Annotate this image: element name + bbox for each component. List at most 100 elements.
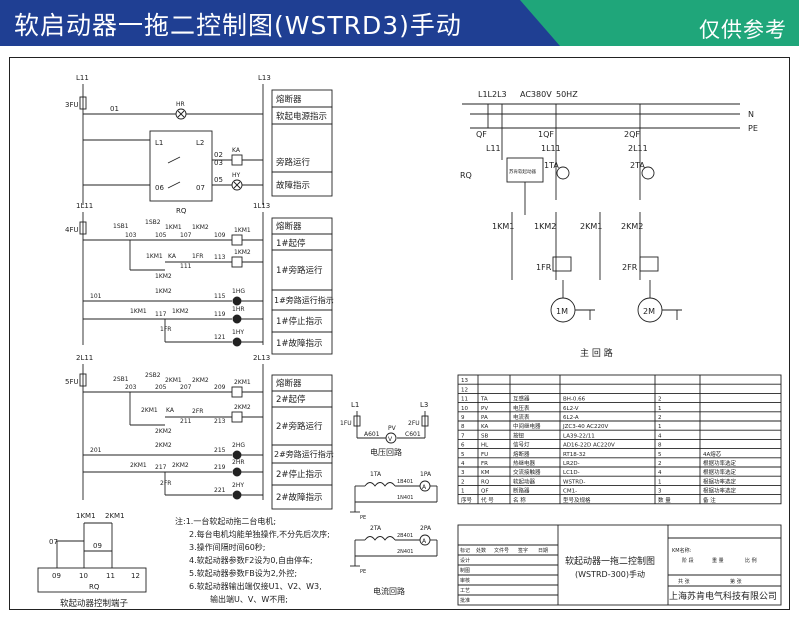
svg-text:2KM1: 2KM1 (165, 377, 182, 384)
svg-text:1B401: 1B401 (397, 479, 413, 485)
svg-text:输出端U、V、W不用;: 输出端U、V、W不用; (210, 594, 288, 604)
parts-table-cell: 6 (461, 443, 465, 449)
svg-text:PE: PE (360, 569, 366, 575)
parts-table-cell: 按钮 (513, 431, 525, 439)
svg-text:日期: 日期 (538, 548, 548, 554)
svg-text:209: 209 (214, 384, 226, 391)
parts-table-cell: 互感器 (513, 395, 530, 403)
svg-text:熔断器: 熔断器 (276, 378, 302, 389)
svg-text:1KM1: 1KM1 (146, 253, 163, 260)
svg-text:11: 11 (106, 572, 115, 580)
voltage-circuit: L1 L3 1FU 2FU V PV A601 C601 电压回路 (340, 401, 429, 457)
svg-text:KA: KA (168, 253, 177, 260)
svg-text:107: 107 (180, 232, 192, 239)
svg-text:1KM1: 1KM1 (165, 224, 182, 231)
svg-text:第 张: 第 张 (730, 578, 742, 585)
svg-text:5FU: 5FU (65, 378, 79, 386)
svg-text:09: 09 (93, 542, 102, 550)
svg-text:1FR: 1FR (536, 263, 552, 272)
svg-text:2FU: 2FU (408, 420, 420, 427)
svg-text:PE: PE (748, 124, 758, 133)
svg-text:重 量: 重 量 (712, 557, 724, 564)
parts-table-cell: BH-0.66 (563, 397, 586, 403)
svg-text:1PA: 1PA (420, 471, 432, 478)
svg-text:05: 05 (214, 176, 223, 184)
svg-text:阶 段: 阶 段 (682, 557, 694, 564)
parts-table-cell: QF (481, 489, 489, 495)
svg-text:1KM2: 1KM2 (172, 308, 189, 315)
parts-table-cell: WSTRD- (563, 479, 585, 485)
svg-text:2FR: 2FR (160, 480, 171, 487)
svg-text:201: 201 (90, 447, 102, 454)
parts-table-cell: PA (481, 415, 488, 421)
svg-text:L1: L1 (155, 139, 163, 147)
svg-text:2KM1: 2KM1 (105, 512, 125, 520)
svg-text:07: 07 (49, 538, 58, 546)
svg-text:L2: L2 (196, 139, 204, 147)
svg-text:2FR: 2FR (192, 408, 203, 415)
svg-text:1FR: 1FR (160, 326, 171, 333)
svg-text:221: 221 (214, 487, 226, 494)
svg-text:2KM1: 2KM1 (580, 222, 602, 231)
svg-text:113: 113 (214, 254, 226, 261)
svg-text:1KM1: 1KM1 (492, 222, 514, 231)
svg-text:5.软起动器参数FB设为2,外控;: 5.软起动器参数FB设为2,外控; (189, 568, 297, 578)
parts-table-cell: 断路器 (513, 487, 530, 495)
svg-text:1#旁路运行: 1#旁路运行 (276, 265, 323, 276)
rq-box (149, 130, 213, 202)
parts-table-cell: 1 (658, 479, 662, 485)
svg-text:103: 103 (125, 232, 137, 239)
parts-table-cell: RT18-32 (563, 452, 586, 458)
svg-text:2FR: 2FR (622, 263, 638, 272)
svg-text:1SB1: 1SB1 (113, 223, 129, 230)
svg-text:2TA: 2TA (370, 525, 382, 532)
svg-text:1HY: 1HY (232, 329, 244, 336)
svg-text:2KM1: 2KM1 (130, 462, 147, 469)
svg-text:苏肯软起动器: 苏肯软起动器 (509, 168, 536, 175)
notes: 注:1.一台软起动拖二台电机; 2.每台电机均能单独操作,不分先后次序; 3.操… (175, 516, 330, 604)
svg-text:1KM2: 1KM2 (192, 224, 209, 231)
svg-text:1HR: 1HR (232, 306, 245, 313)
parts-table-header: 数 量 (658, 496, 671, 504)
svg-text:RQ: RQ (460, 171, 472, 180)
svg-text:工艺: 工艺 (460, 588, 470, 594)
parts-table-cell: 11 (461, 397, 468, 403)
svg-text:KM名称:: KM名称: (672, 547, 692, 554)
svg-text:A: A (422, 538, 427, 545)
svg-text:1KM2: 1KM2 (534, 222, 556, 231)
parts-table-header: 名 称 (513, 496, 526, 504)
parts-table-cell: 交流接触器 (513, 468, 541, 476)
drawing-frame (9, 57, 790, 610)
parts-table-cell: 熔断器 (513, 450, 530, 458)
motor2-control-circuit: 2L11 2L13 5FU 2SB1 2SB2 203 205 2KM1 207… (65, 354, 334, 510)
svg-text:文件号: 文件号 (494, 547, 509, 554)
parts-table-cell: 1 (461, 489, 465, 495)
parts-table-cell: 2 (658, 397, 662, 403)
svg-text:2#旁路运行: 2#旁路运行 (276, 421, 323, 432)
parts-table-cell: LA39-22/11 (563, 433, 595, 439)
svg-text:2KM2: 2KM2 (234, 404, 251, 411)
parts-table-header: 代 号 (481, 496, 494, 504)
drawing-subtitle: (WSTRD-300)手动 (575, 569, 645, 579)
svg-text:121: 121 (214, 334, 226, 341)
svg-text:203: 203 (125, 384, 137, 391)
svg-text:设计: 设计 (460, 557, 470, 564)
svg-text:2HY: 2HY (232, 482, 244, 489)
soft-starter-terminal-block: 1KM1 2KM1 07 09 09 10 11 12 RQ 软起动器控制端子 (37, 512, 147, 609)
svg-text:2L11: 2L11 (76, 354, 93, 362)
svg-text:2KM2: 2KM2 (172, 462, 189, 469)
svg-text:07: 07 (196, 184, 205, 192)
svg-text:111: 111 (180, 263, 192, 270)
parts-table-cell: 10 (461, 406, 468, 412)
svg-text:PV: PV (388, 425, 397, 432)
svg-text:1L13: 1L13 (253, 202, 270, 210)
company-name: 上海苏肯电气科技有限公司 (669, 590, 777, 602)
svg-text:1KM1: 1KM1 (234, 227, 251, 234)
svg-text:2HR: 2HR (232, 459, 245, 466)
svg-text:119: 119 (214, 311, 226, 318)
svg-text:签字: 签字 (518, 547, 528, 554)
legend-top-1: 软起电源指示 (276, 111, 327, 122)
svg-text:比 例: 比 例 (745, 557, 757, 564)
svg-text:L1L2L3: L1L2L3 (478, 90, 507, 99)
